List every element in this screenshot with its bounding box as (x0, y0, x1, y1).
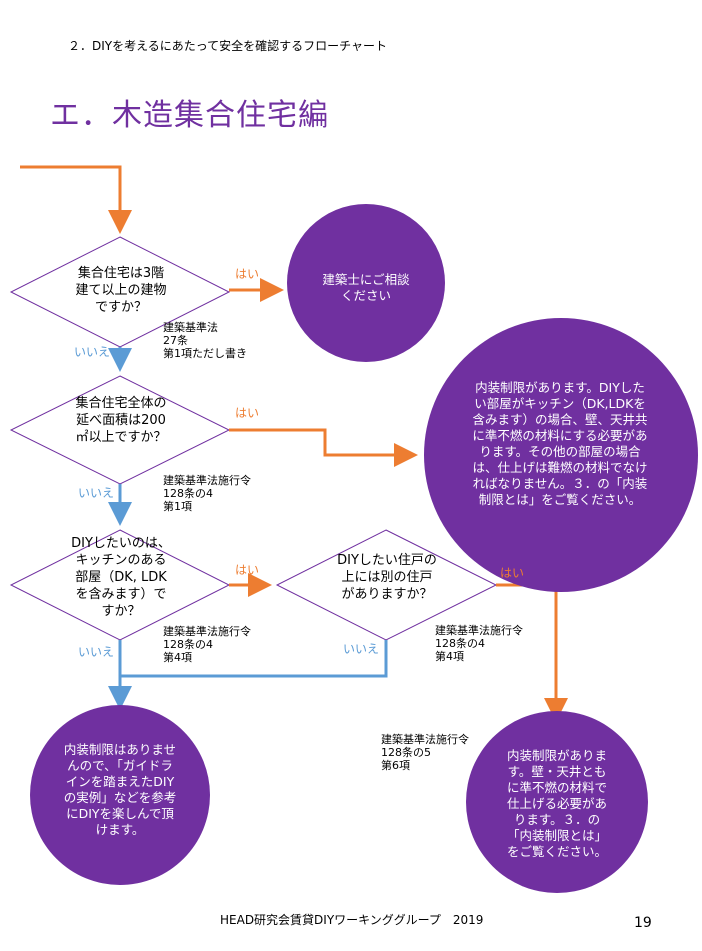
outcome-circle-4 (466, 711, 648, 893)
outcome-3-text: 内装制限はありませんので、「ガイドラインを踏まえたDIYの実例」などを参考にDI… (63, 742, 177, 837)
outcome-1-text: 建築士にご相談ください (322, 272, 410, 303)
decision-4-text: DIYしたい住戸の上には別の住戸がありますか？ (337, 553, 437, 602)
no-label-1: いいえ (74, 345, 111, 359)
decision-2-text: 集合住宅全体の延べ面積は200㎡以上ですか？ (75, 396, 167, 445)
reference-5: 建築基準法施行令 128条の5 第6項 (381, 733, 469, 772)
yes-label-1: はい (235, 267, 260, 281)
outcome-circle-2 (424, 318, 698, 592)
page-number: 19 (634, 915, 652, 931)
no-label-4: いいえ (343, 642, 380, 656)
entry-arrow (20, 165, 132, 234)
page-title: エ．木造集合住宅編 (50, 98, 329, 133)
yes-label-3: はい (235, 563, 260, 577)
no-label-2: いいえ (78, 486, 115, 500)
yes-arrow-2 (229, 428, 418, 467)
page-subtitle: ２．DIYを考えるにあたって安全を確認するフローチャート (68, 39, 388, 53)
outcome-2-text: 内装制限があります。DIYしたい部屋がキッチン（DK,LDKを含みます）の場合、… (472, 380, 648, 507)
reference-4: 建築基準法施行令 128条の4 第4項 (435, 624, 523, 663)
reference-3: 建築基準法施行令 128条の4 第4項 (163, 625, 251, 664)
outcome-circle-1 (287, 204, 445, 362)
decision-1-text: 集合住宅は3階建て以上の建物ですか？ (75, 266, 167, 315)
footer-credit: HEAD研究会賃貸DIYワーキンググループ 2019 (220, 913, 484, 927)
decision-3-text: DIYしたいのは、キッチンのある部屋（DK, LDKを含みます）ですか？ (71, 536, 171, 619)
no-label-3: いいえ (78, 645, 115, 659)
yes-label-4: はい (500, 566, 525, 580)
outcome-4-text: 内装制限があります。壁・天井ともに準不燃の材料で仕上げる必要があります。３．の「… (506, 748, 607, 859)
reference-1: 建築基準法 27条 第1項ただし書き (163, 321, 247, 360)
reference-2: 建築基準法施行令 128条の4 第1項 (163, 474, 251, 513)
yes-label-2: はい (235, 406, 260, 420)
outcome-circle-3 (30, 705, 210, 885)
no-arrow-4 (120, 640, 388, 678)
